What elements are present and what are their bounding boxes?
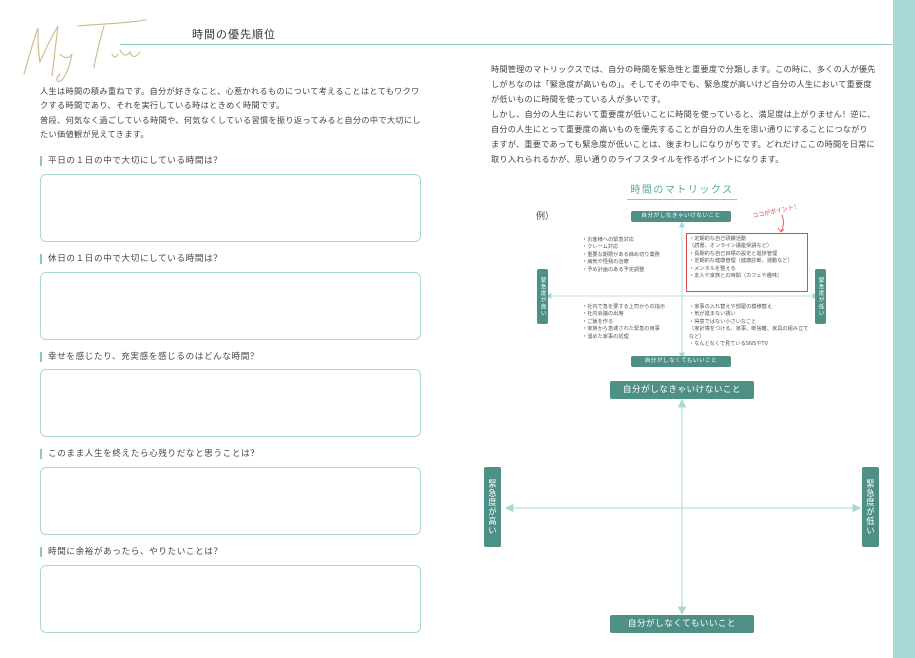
large-right-label: 緊急度が低い — [862, 467, 879, 547]
list-item: ・重要な期限がある締め切り業務 — [582, 251, 660, 258]
list-item: ・病気や怪我の治療 — [582, 259, 629, 266]
list-item: （読書、オンライン講座受講など） — [689, 243, 773, 250]
list-item: ・長期的な自己目標の設定と進捗管理 — [689, 250, 778, 257]
large-matrix-axes — [504, 398, 862, 616]
large-bottom-label: 自分がしなくてもいいこと — [610, 615, 754, 633]
list-item: ・クレーム対応 — [582, 244, 619, 251]
matrix-title: 時間のマトリックス — [627, 181, 737, 200]
large-top-label: 自分がしなきゃいけないこと — [610, 381, 754, 399]
list-item: ・社内で急を要する上司からの指示 — [582, 304, 666, 310]
quadrant-top-right: ・定期的な自己研鑽活動 （読書、オンライン講座受講など） ・長期的な自己目標の設… — [689, 236, 793, 280]
list-item: （家計簿をつける、家事、断捨離、家具の組み立てなど） — [689, 326, 809, 340]
example-top-label: 自分がしなきゃいけないこと — [631, 211, 731, 222]
question-label-holiday: 休日の１日の中で大切にしている時間は？ — [40, 254, 222, 264]
quadrant-bottom-left: ・社内で急を要する上司からの指示 ・社内会議の出席 ・ご飯を作る ・家族から急遽… — [582, 304, 665, 341]
quadrant-top-left: ・お客様への緊急対応 ・クレーム対応 ・重要な期限がある締め切り業務 ・病気や怪… — [582, 237, 660, 274]
explanation-paragraph-2: しかし、自分の人生において重要度が低いことに時間を使っていると、満足度は上がりま… — [491, 109, 876, 164]
matrix-explanation-text: 時間管理のマトリックスでは、自分の時間を緊急性と重要度で分類します。この時に、多… — [491, 62, 876, 167]
answer-box-happiness[interactable] — [40, 369, 421, 437]
intro-paragraph-1: 人生は時間の積み重ねです。自分が好きなこと、心惹かれるものについて考えることはと… — [40, 86, 420, 111]
my-time-logo — [8, 14, 158, 84]
example-right-label: 緊急度が低い — [815, 269, 826, 324]
list-item: ・メンタルを整える — [689, 265, 736, 272]
list-item: ・定期的な健康管理（健康診断、運動など） — [689, 258, 793, 265]
list-item: ・家事の入れ替えや部屋の模様替え — [689, 304, 773, 310]
answer-box-holiday[interactable] — [40, 272, 421, 340]
highlight-box — [686, 233, 808, 292]
intro-paragraph-2: 普段、何気なく過ごしている時間や、何気なくしている習慣を振り返ってみると自分の中… — [40, 114, 421, 140]
header-divider — [120, 44, 892, 45]
list-item: ・予め計画のある予定調整 — [582, 266, 645, 273]
list-item: ・社内会議の出席 — [582, 311, 624, 318]
right-accent-bar — [893, 0, 915, 658]
page-title: 時間の優先順位 — [192, 28, 276, 41]
list-item: ・溜めた家事の処理 — [582, 333, 629, 340]
list-item: ・なんとなくで見ているSNSやTV — [689, 341, 769, 348]
question-label-weekday: 平日の１日の中で大切にしている時間は？ — [40, 156, 222, 166]
quadrant-bottom-right: ・家事の入れ替えや部屋の模様替え ・気が進まない誘い ・得意ではない小さいなこと… — [689, 304, 811, 348]
logo-script-graphic — [23, 19, 147, 83]
list-item: ・ご飯を作る — [582, 318, 614, 325]
example-label: 例） — [536, 212, 555, 222]
question-label-happiness: 幸せを感じたり、充実感を感じるのはどんな時間？ — [40, 352, 259, 362]
large-left-label: 緊急度が高い — [484, 467, 501, 547]
question-label-free-time: 時間に余裕があったら、やりたいことは？ — [40, 547, 223, 557]
example-bottom-label: 自分がしなくてもいいこと — [631, 356, 731, 367]
list-item: ・定期的な自己研鑽活動 — [689, 236, 747, 242]
list-item: ・得意ではない小さいなこと — [689, 318, 757, 325]
point-arrow-icon — [777, 214, 785, 233]
list-item: ・家族から急遽された緊急の用事 — [582, 326, 660, 333]
explanation-paragraph-1: 時間管理のマトリックスでは、自分の時間を緊急性と重要度で分類します。この時に、多… — [491, 64, 876, 104]
answer-box-free-time[interactable] — [40, 565, 421, 633]
list-item: ・気が進まない誘い — [689, 311, 736, 318]
intro-text: 人生は時間の積み重ねです。自分が好きなこと、心惹かれるものについて考えることはと… — [40, 84, 425, 142]
list-item: ・友人や家族との時間（カフェや趣味） — [689, 273, 783, 280]
example-left-label: 緊急度が高い — [537, 269, 548, 324]
answer-box-weekday[interactable] — [40, 174, 421, 242]
question-label-regret: このまま人生を終えたら心残りだなと思うことは？ — [40, 449, 259, 459]
answer-box-regret[interactable] — [40, 467, 421, 535]
list-item: ・お客様への緊急対応 — [582, 237, 634, 243]
